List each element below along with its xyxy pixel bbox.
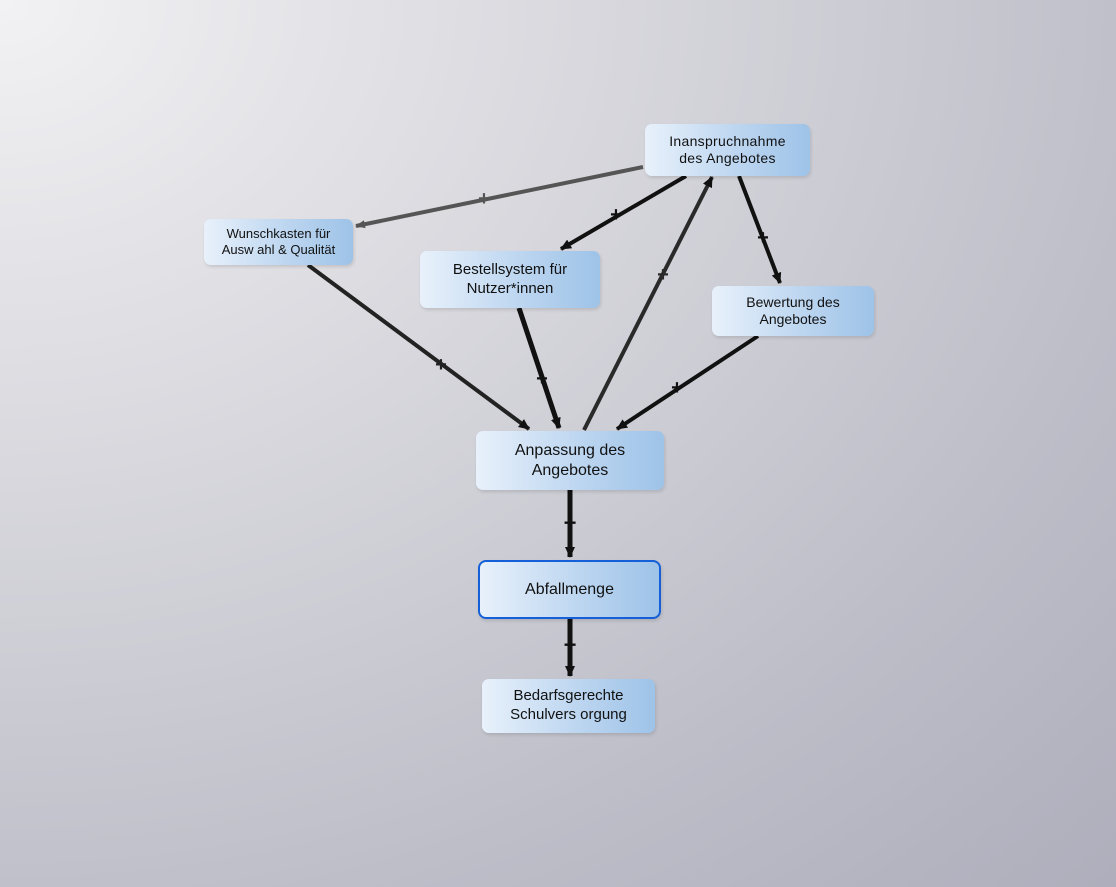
edge-inanspruchnahme-bewertung[interactable]: + bbox=[737, 175, 782, 284]
edge-inanspruchnahme-wunschkasten[interactable]: + bbox=[355, 165, 644, 229]
edge-polarity-label: + bbox=[435, 354, 447, 376]
node-bestellsystem[interactable]: Bestellsystem für Nutzer*innen bbox=[420, 251, 600, 308]
edge-polarity-label: + bbox=[536, 368, 548, 390]
edge-polarity-label: + bbox=[478, 188, 490, 210]
edge-polarity-label: + bbox=[657, 264, 669, 286]
edge-wunschkasten-anpassung[interactable]: + bbox=[306, 263, 531, 431]
edge-polarity-label: + bbox=[671, 377, 683, 399]
edge-anpassung-inanspruchnahme[interactable]: + bbox=[582, 176, 714, 431]
node-bewertung[interactable]: Bewertung des Angebotes bbox=[712, 286, 874, 336]
edge-bestellsystem-anpassung[interactable]: + bbox=[516, 307, 562, 429]
node-label: Anpassung des Angebotes bbox=[514, 441, 626, 479]
node-inanspruchnahme[interactable]: Inanspruchnahme des Angebotes bbox=[645, 124, 810, 176]
node-anpassung[interactable]: Anpassung des Angebotes bbox=[476, 431, 664, 490]
node-label: Abfallmenge bbox=[525, 580, 614, 598]
node-label: Bewertung des Angebotes bbox=[746, 293, 840, 328]
edge-polarity-label: + bbox=[610, 204, 622, 226]
node-label: Wunschkasten für Ausw ahl & Qualität bbox=[221, 225, 336, 257]
node-wunschkasten[interactable]: Wunschkasten für Ausw ahl & Qualität bbox=[204, 219, 353, 265]
node-abfallmenge[interactable]: Abfallmenge bbox=[478, 560, 661, 619]
node-bedarfsgerechte[interactable]: Bedarfsgerechte Schulvers orgung bbox=[482, 679, 655, 733]
edge-abfallmenge-bedarfsgerechte[interactable]: − bbox=[564, 619, 577, 677]
edge-polarity-label: + bbox=[757, 227, 769, 249]
edge-inanspruchnahme-bestellsystem[interactable]: + bbox=[559, 174, 688, 251]
edge-polarity-label: − bbox=[564, 632, 577, 657]
node-label: Inanspruchnahme des Angebotes bbox=[669, 132, 786, 167]
node-label: Bestellsystem für Nutzer*innen bbox=[452, 260, 568, 297]
edge-polarity-label: − bbox=[564, 510, 577, 535]
edge-anpassung-abfallmenge[interactable]: − bbox=[564, 490, 577, 558]
edge-bewertung-anpassung[interactable]: + bbox=[615, 334, 760, 431]
node-label: Bedarfsgerechte Schulvers orgung bbox=[510, 687, 627, 723]
